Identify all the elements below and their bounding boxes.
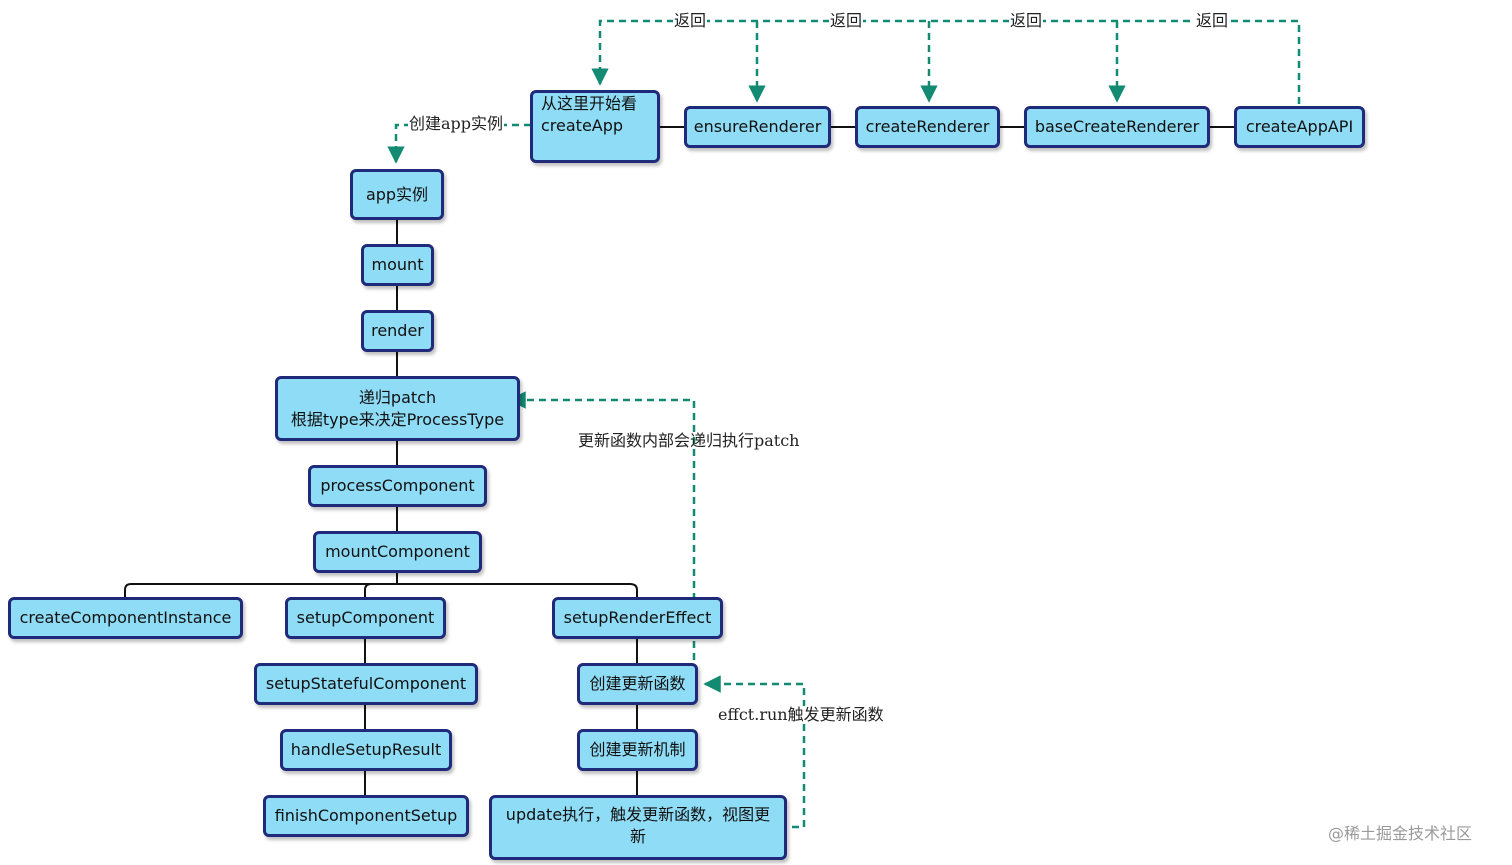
edge-label-return-4: 返回 xyxy=(1195,11,1230,30)
node-create-update-mechanism: 创建更新机制 xyxy=(577,729,698,771)
node-ensure-renderer: ensureRenderer xyxy=(684,106,831,148)
edge-label-recursive-patch: 更新函数内部会递归执行patch xyxy=(578,431,800,450)
node-recursive-patch: 递归patch 根据type来决定ProcessType xyxy=(275,376,520,441)
node-setup-render-effect-label: setupRenderEffect xyxy=(563,608,712,627)
node-create-update-mechanism-label: 创建更新机制 xyxy=(589,740,686,759)
node-handle-setup-result: handleSetupResult xyxy=(280,729,452,771)
node-start-create-app: 从这里开始看 createApp xyxy=(530,90,660,163)
node-create-update-fn-label: 创建更新函数 xyxy=(589,674,686,693)
node-ensure-renderer-label: ensureRenderer xyxy=(693,117,822,136)
edge-label-return-2: 返回 xyxy=(829,11,864,30)
edge-label-effect-run: effct.run触发更新函数 xyxy=(717,705,885,724)
node-start-line1: 从这里开始看 xyxy=(541,94,638,113)
watermark: @稀土掘金技术社区 xyxy=(1328,824,1473,843)
edge-label-return-3: 返回 xyxy=(1009,11,1044,30)
node-mount-component: mountComponent xyxy=(313,531,482,573)
node-create-renderer-label: createRenderer xyxy=(865,117,990,136)
node-setup-render-effect: setupRenderEffect xyxy=(552,597,723,639)
tree-connectors xyxy=(124,219,638,796)
node-setup-component-label: setupComponent xyxy=(296,608,435,627)
node-create-app-api: createAppAPI xyxy=(1234,106,1365,148)
node-mount-component-label: mountComponent xyxy=(325,542,470,561)
edge-label-return-1: 返回 xyxy=(673,11,708,30)
dashed-arrows xyxy=(387,19,1301,829)
node-create-component-instance: createComponentInstance xyxy=(8,597,243,639)
node-create-update-fn: 创建更新函数 xyxy=(577,663,698,705)
node-finish-component-setup-label: finishComponentSetup xyxy=(274,806,458,825)
node-setup-component: setupComponent xyxy=(285,597,446,639)
node-update-exec: update执行，触发更新函数，视图更新 xyxy=(489,795,787,860)
node-create-component-instance-label: createComponentInstance xyxy=(19,608,232,627)
edge-label-create-app-instance: 创建app实例 xyxy=(408,114,505,133)
node-patch-line1: 递归patch xyxy=(358,387,437,407)
node-mount: mount xyxy=(361,244,434,286)
node-app-instance-label: app实例 xyxy=(365,184,429,204)
node-start-line2: createApp xyxy=(541,116,624,135)
node-setup-stateful-component-label: setupStatefulComponent xyxy=(265,674,467,693)
node-process-component-label: processComponent xyxy=(320,476,475,495)
node-finish-component-setup: finishComponentSetup xyxy=(263,795,469,837)
node-app-instance: app实例 xyxy=(350,169,444,220)
node-render-label: render xyxy=(371,321,424,340)
node-handle-setup-result-label: handleSetupResult xyxy=(290,740,442,759)
node-process-component: processComponent xyxy=(308,465,487,507)
node-base-create-renderer-label: baseCreateRenderer xyxy=(1034,117,1200,136)
node-mount-label: mount xyxy=(371,255,424,274)
node-create-app-api-label: createAppAPI xyxy=(1245,117,1354,136)
node-setup-stateful-component: setupStatefulComponent xyxy=(254,663,478,705)
node-update-exec-label: update执行，触发更新函数，视图更新 xyxy=(505,805,771,846)
node-render: render xyxy=(361,310,434,352)
node-create-renderer: createRenderer xyxy=(855,106,1000,148)
node-base-create-renderer: baseCreateRenderer xyxy=(1024,106,1210,148)
node-patch-line2: 根据type来决定ProcessType xyxy=(290,409,505,429)
